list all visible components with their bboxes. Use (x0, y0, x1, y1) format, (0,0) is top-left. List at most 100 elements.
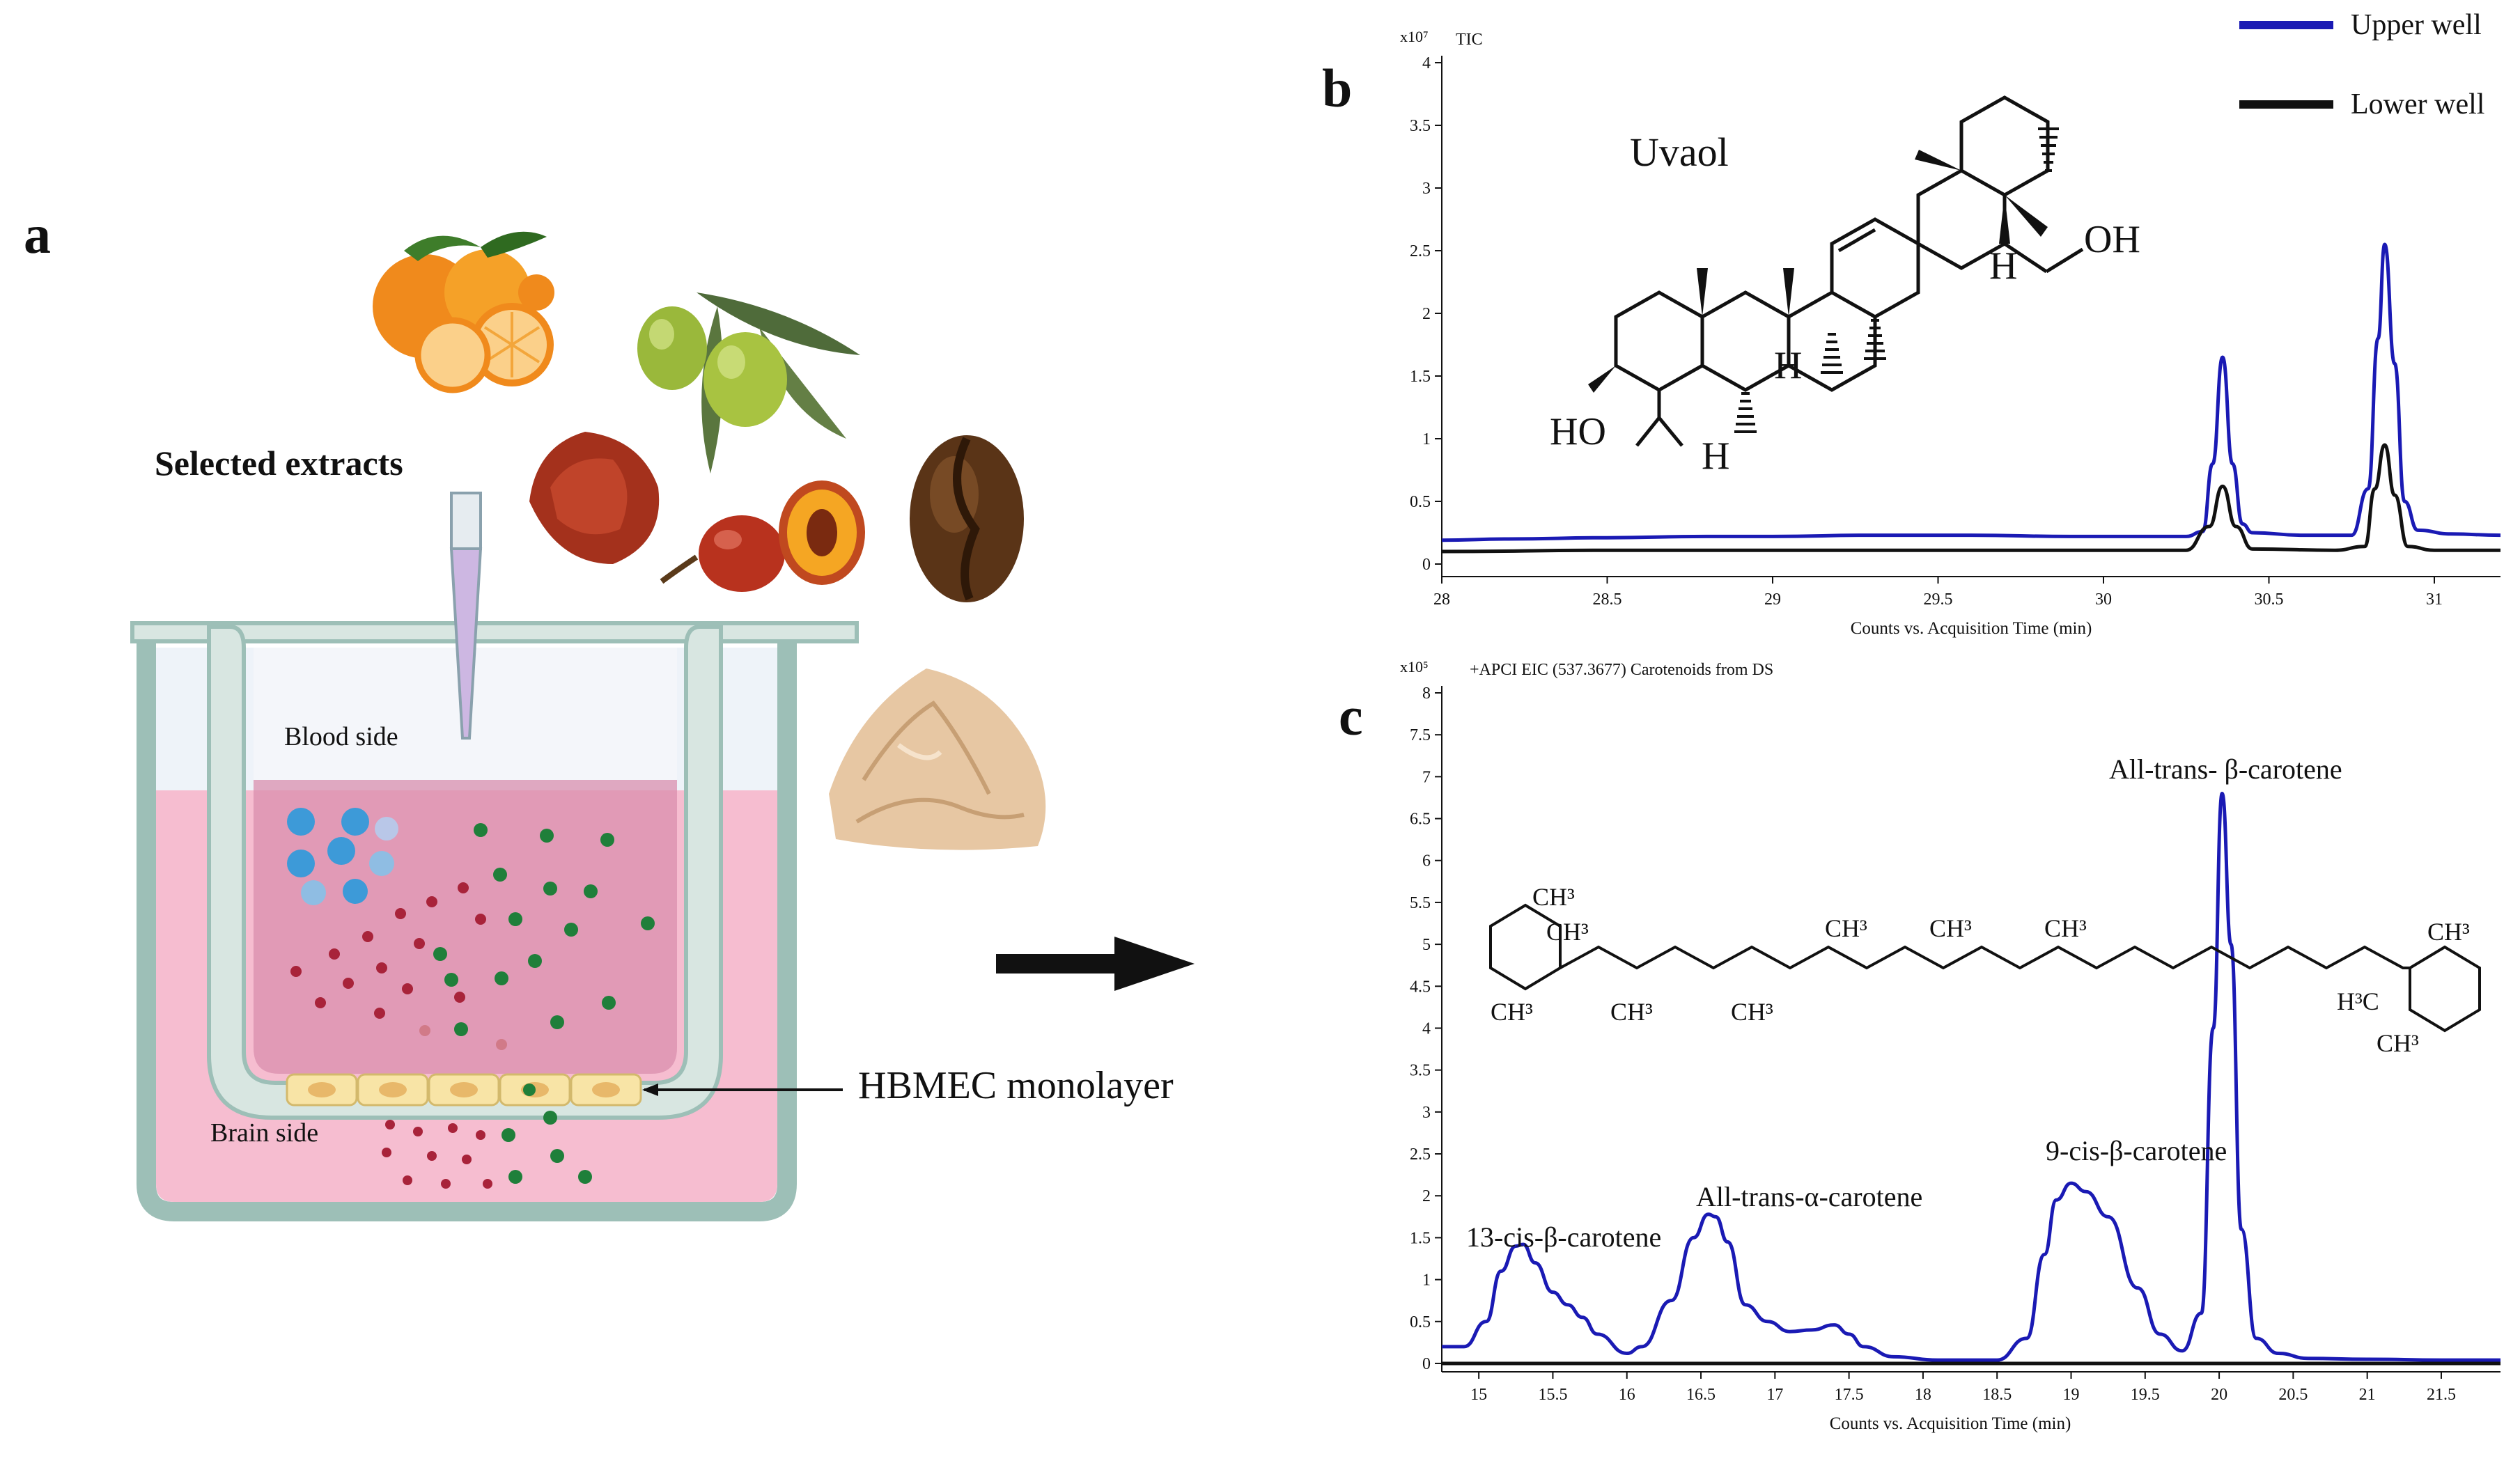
x-tick-label: 21 (2359, 1386, 2376, 1404)
ring-bond (1959, 95, 2050, 197)
ch2-bond (2003, 242, 2048, 274)
x-tick-label: 16 (1619, 1386, 1635, 1404)
polyene-chain (1560, 945, 2410, 970)
structure-label: CH³ (2427, 918, 2470, 946)
structure-label-h: H (1989, 244, 2017, 288)
legend-label: Upper well (2351, 9, 2482, 41)
y-tick-label: 6 (1422, 852, 1431, 870)
x-tick-label: 29 (1764, 591, 1781, 609)
x-tick-label: 19.5 (2131, 1386, 2160, 1404)
structure-label: CH³ (2377, 1029, 2419, 1057)
structure-label-ho: HO (1550, 410, 1606, 453)
y-multiplier: x10⁵ (1400, 658, 1429, 675)
structure-label: CH³ (1929, 914, 1972, 942)
y-tick-label: 3.5 (1410, 1062, 1431, 1080)
selected-extracts-label: Selected extracts (155, 444, 403, 483)
peak-annotation: All-trans-α-carotene (1696, 1181, 1922, 1212)
h-wedge (1999, 195, 2010, 244)
methyl-wedge (1783, 268, 1794, 317)
y-tick-label: 5.5 (1410, 894, 1431, 912)
y-tick-label: 5 (1422, 936, 1431, 954)
x-tick-label: 16.5 (1686, 1386, 1716, 1404)
hbmec-cells (286, 1073, 642, 1107)
citrus-fruit-icon (373, 231, 554, 393)
chart-b: 0 0.5 1 1.5 2 2.5 3 3.5 4 28 28.5 29 29.5 30 30.5 31 x10… (1400, 9, 2501, 638)
y-tick-label: 1 (1422, 1272, 1431, 1290)
y-tick-label: 4.5 (1410, 978, 1431, 996)
methyl-wedge (1915, 150, 1961, 171)
y-tick-label: 8 (1422, 685, 1431, 703)
x-axis-label: Counts vs. Acquisition Time (min) (1830, 1414, 2071, 1433)
compound-name: Uvaol (1630, 130, 1729, 175)
peak-annotation: All-trans- β-carotene (2109, 753, 2342, 785)
chart-title: TIC (1456, 31, 1483, 49)
y-tick-label: 2 (1422, 1187, 1431, 1205)
olive-icon (637, 292, 860, 474)
structure-label-h: H (1774, 344, 1802, 387)
x-tick-label: 29.5 (1924, 591, 1953, 609)
peak-annotation: 13-cis-β-carotene (1466, 1221, 1661, 1253)
y-tick-label: 6.5 (1410, 811, 1431, 829)
x-tick-label: 30 (2095, 591, 2112, 609)
y-tick-label: 1.5 (1410, 1229, 1431, 1247)
panel-a-letter: a (24, 204, 51, 265)
blood-side-particles (287, 808, 655, 1050)
x-tick-label: 15.5 (1538, 1386, 1567, 1404)
y-tick-label: 0 (1422, 556, 1431, 574)
insert-well (207, 625, 723, 1120)
y-tick-label: 3.5 (1410, 117, 1431, 135)
y-tick-label: 2 (1422, 305, 1431, 323)
tamarillo-fruit-icon (660, 480, 865, 592)
x-tick-label: 31 (2426, 591, 2443, 609)
x-tick-label: 18 (1915, 1386, 1931, 1404)
x-tick-label: 18.5 (1982, 1386, 2012, 1404)
peak-annotation: 9-cis-β-carotene (2046, 1135, 2227, 1166)
x-tick-label: 19 (2062, 1386, 2079, 1404)
brain-side-particles (382, 1084, 592, 1189)
pipette-icon (449, 492, 483, 740)
wood-shavings-icon (829, 668, 1046, 850)
x-tick-label: 17.5 (1835, 1386, 1864, 1404)
y-tick-label: 0 (1422, 1355, 1431, 1373)
y-tick-label: 1 (1422, 430, 1431, 448)
x-axis-label: Counts vs. Acquisition Time (min) (1851, 619, 2092, 638)
chart-title: +APCI EIC (537.3677) Carotenoids from DS (1470, 661, 1773, 679)
y-tick-label: 0.5 (1410, 1313, 1431, 1331)
outer-well (137, 641, 797, 1221)
y-tick-label: 3 (1422, 180, 1431, 198)
y-tick-label: 1.5 (1410, 368, 1431, 386)
ring-bond (1614, 290, 1704, 392)
y-tick-label: 2.5 (1410, 242, 1431, 260)
ch2oh-wedge (2005, 195, 2048, 237)
y-tick-label: 3 (1422, 1104, 1431, 1122)
y-tick-label: 0.5 (1410, 493, 1431, 511)
double-bond (1837, 228, 1876, 253)
x-tick-label: 15 (1470, 1386, 1487, 1404)
series-line-1 (1441, 443, 2500, 554)
y-tick-label: 4 (1422, 54, 1431, 72)
x-tick-label: 30.5 (2255, 591, 2284, 609)
ch2-bond (2045, 247, 2084, 274)
y-tick-label: 4 (1422, 1019, 1431, 1038)
structure-label: CH³ (1546, 918, 1589, 946)
x-tick-label: 17 (1766, 1386, 1783, 1404)
y-tick-label: 2.5 (1410, 1145, 1431, 1164)
y-tick-label: 7 (1422, 768, 1431, 786)
panel-c-letter: c (1339, 686, 1363, 746)
series-line-0 (1441, 242, 2501, 542)
methyl-bond (1635, 416, 1660, 447)
y-multiplier: x10⁷ (1400, 28, 1429, 45)
structure-label: CH³ (1731, 998, 1773, 1026)
ring-bond (1830, 217, 1920, 319)
oh-wedge (1588, 366, 1616, 393)
structure-label: CH³ (1532, 883, 1575, 911)
methyl-wedge (1697, 268, 1708, 317)
x-tick-label: 28.5 (1593, 591, 1622, 609)
coffee-bean-icon (910, 435, 1024, 602)
blood-side-label: Blood side (284, 722, 398, 751)
saffron-powder-icon (529, 432, 660, 564)
structure-label: CH³ (1610, 998, 1653, 1026)
x-tick-label: 28 (1433, 591, 1450, 609)
